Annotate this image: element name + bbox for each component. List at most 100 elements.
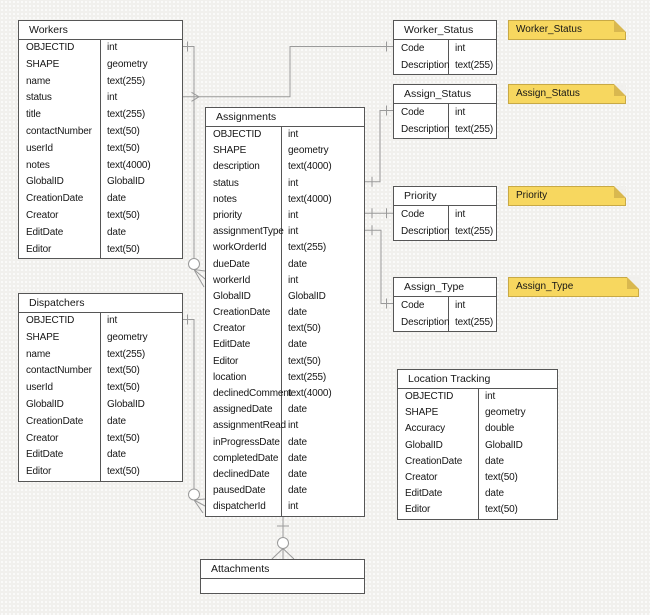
table-row: inProgressDate date [206,434,364,451]
table-row: CreationDate date [398,453,557,470]
field-type: date [288,339,307,351]
field-type: text(255) [107,109,146,121]
connector-assignments-assignstatus[interactable] [365,105,393,187]
entity-table-location-tracking[interactable]: Location Tracking OBJECTID int SHAPE geo… [397,369,558,520]
field-name: Creator [206,321,282,338]
field-type: int [107,92,118,104]
field-name: OBJECTID [206,127,282,144]
table-row: priority int [206,207,364,225]
table-row: EditDate date [206,337,364,354]
table-row: Code int [394,206,496,223]
field-type: date [288,452,307,464]
entity-table-assign-type[interactable]: Assign_Type Code int Description text(25… [393,277,497,332]
field-name: notes [19,157,101,175]
table-body: OBJECTID int SHAPE geometry name text(25… [19,313,182,481]
zero-marker [277,537,289,549]
table-row: Editor text(50) [398,502,557,519]
note-worker-status[interactable]: Worker_Status [508,20,626,40]
field-type: date [107,415,126,427]
field-type: text(50) [288,355,321,367]
field-type: double [485,423,515,435]
entity-table-assign-status[interactable]: Assign_Status Code int Description text(… [393,84,497,139]
table-row: contactNumber text(50) [19,363,182,381]
field-type: int [107,315,118,326]
table-row: Creator text(50) [19,207,182,225]
table-row: EditDate date [398,486,557,503]
table-row: location text(255) [206,369,364,386]
field-type: geometry [288,145,329,157]
field-type: text(255) [455,124,494,135]
field-type: geometry [485,407,526,419]
field-name: priority [206,207,282,225]
entity-table-assignments[interactable]: Assignments OBJECTID int SHAPE geometry … [205,107,365,517]
table-row: OBJECTID int [398,389,557,406]
field-type: date [288,307,307,319]
connector-workerstatus-workers[interactable] [183,41,393,102]
entity-table-worker-status[interactable]: Worker_Status Code int Description text(… [393,20,497,75]
crow-foot [271,548,295,560]
connector-assignments-priority[interactable] [365,208,393,219]
field-name: OBJECTID [19,313,101,330]
field-type: int [288,226,299,238]
table-row: Code int [394,40,496,57]
field-type: int [288,129,299,140]
table-row: declinedComment text(4000) [206,386,364,403]
field-name: declinedComment [206,386,292,403]
table-row: assignedDate date [206,402,364,419]
field-name: dispatcherId [206,499,282,516]
table-row: CreationDate date [19,191,182,208]
field-type: date [288,468,307,480]
field-type: text(255) [455,317,494,328]
table-row: dueDate date [206,256,364,273]
connector-workers-assignments[interactable] [183,41,206,288]
note-title: Priority [516,190,548,201]
table-row: SHAPE geometry [19,56,182,74]
field-name: Code [394,297,449,314]
entity-table-priority[interactable]: Priority Code int Description text(255) [393,186,497,241]
entity-table-workers[interactable]: Workers OBJECTID int SHAPE geometry name… [18,20,183,260]
table-title: Assign_Type [394,278,496,297]
field-type: int [288,177,299,189]
open-arrow [191,91,200,102]
table-row: status int [206,175,364,192]
table-row: userId text(50) [19,140,182,158]
table-row: notes text(4000) [19,157,182,175]
connector-dispatchers-assignments[interactable] [183,314,206,514]
connector-assignments-assigntype[interactable] [365,225,393,309]
field-name: status [19,90,101,108]
table-row: CreationDate date [206,305,364,322]
table-body [201,579,364,593]
field-name: Description [394,121,450,138]
table-row: GlobalID GlobalID [398,437,557,454]
table-title: Attachments [201,560,364,579]
connector-assignments-attachments[interactable] [271,514,295,560]
table-row: Accuracy double [398,421,557,438]
table-title: Location Tracking [398,370,557,389]
field-type: int [288,420,299,432]
table-row: contactNumber text(50) [19,123,182,141]
field-name: Editor [19,464,101,481]
entity-table-dispatchers[interactable]: Dispatchers OBJECTID int SHAPE geometry … [18,293,183,482]
field-name: inProgressDate [206,434,282,451]
entity-table-attachments[interactable]: Attachments [200,559,365,594]
table-row: Code int [394,297,496,314]
note-priority[interactable]: Priority [508,186,626,206]
field-name: GlobalID [19,396,101,414]
field-name: Description [394,57,450,74]
field-type: date [288,436,307,448]
table-row: CreationDate date [19,413,182,431]
table-title: Assignments [206,108,364,127]
field-type: date [485,488,504,500]
note-assign-status[interactable]: Assign_Status [508,84,626,104]
note-assign-type[interactable]: Assign_Type [508,277,639,297]
field-type: int [455,107,466,118]
field-type: text(4000) [107,159,151,171]
field-type: GlobalID [485,439,523,451]
table-row: workOrderId text(255) [206,240,364,257]
table-body: OBJECTID int SHAPE geometry name text(25… [19,40,182,259]
table-row: declinedDate date [206,466,364,484]
field-type: int [455,43,466,54]
table-row: description text(4000) [206,159,364,176]
field-name: GlobalID [19,174,101,192]
table-row: Code int [394,104,496,121]
